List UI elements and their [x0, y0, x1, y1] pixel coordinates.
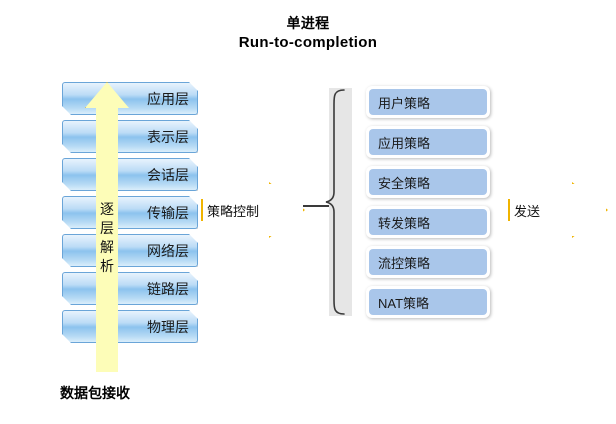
policy-box-label: 流控策略	[378, 255, 431, 271]
layer-label: 会话层	[147, 166, 189, 183]
policy-box-label: 安全策略	[378, 175, 431, 191]
curly-brace-icon	[325, 89, 345, 315]
layer-box-session[interactable]: 会话层	[62, 158, 198, 191]
layer-shape	[62, 158, 198, 191]
policy-box-fill	[369, 169, 487, 195]
policy-box-nat[interactable]: NAT策略	[366, 286, 490, 318]
send-arrow-label: 发送	[514, 203, 541, 219]
layer-box-transport[interactable]: 传输层	[62, 196, 198, 229]
diagram-title: 单进程 Run-to-completion	[0, 14, 616, 53]
policy-box-label: 应用策略	[378, 135, 431, 151]
policy-box-label: 转发策略	[378, 215, 431, 231]
policy-box-security[interactable]: 安全策略	[366, 166, 490, 198]
layer-shape	[62, 82, 198, 115]
policy-box-flow-control[interactable]: 流控策略	[366, 246, 490, 278]
protocol-layer-stack: 应用层 表示层 会话层 传输层 网络层 链路层 物理层	[62, 82, 198, 347]
connector-line	[303, 205, 329, 207]
layer-shape	[62, 272, 198, 305]
policy-control-arrow-icon: 策略控制	[201, 182, 305, 238]
layer-box-presentation[interactable]: 表示层	[62, 120, 198, 153]
policy-box-fill	[369, 89, 487, 115]
layer-label: 网络层	[147, 242, 189, 259]
up-arrow-label: 逐 层 解 析	[85, 200, 129, 276]
layer-shape	[62, 120, 198, 153]
layer-shape	[62, 310, 198, 343]
policy-box-fill	[369, 289, 487, 315]
layer-label: 物理层	[147, 318, 189, 335]
layer-box-physical[interactable]: 物理层	[62, 310, 198, 343]
policy-list: 用户策略 应用策略 安全策略 转发策略 流控策略 NAT策略	[366, 86, 490, 318]
layer-by-layer-parse-arrow-icon: 逐 层 解 析	[85, 82, 129, 372]
packet-receive-label: 数据包接收	[60, 385, 130, 401]
layer-box-application[interactable]: 应用层	[62, 82, 198, 115]
up-arrow-char-3: 解	[100, 239, 114, 255]
policy-box-label: NAT策略	[378, 295, 430, 311]
title-line-chinese: 单进程	[286, 15, 330, 31]
layer-label: 链路层	[147, 280, 189, 297]
curly-brace-group	[322, 88, 352, 316]
up-arrow-char-2: 层	[100, 220, 114, 236]
up-arrow-char-1: 逐	[100, 201, 114, 217]
layer-label: 表示层	[147, 128, 189, 145]
up-arrow-char-4: 析	[100, 258, 114, 274]
layer-shape	[62, 234, 198, 267]
policy-box-user[interactable]: 用户策略	[366, 86, 490, 118]
layer-box-datalink[interactable]: 链路层	[62, 272, 198, 305]
send-arrow-icon: 发送	[508, 182, 608, 238]
policy-box-forwarding[interactable]: 转发策略	[366, 206, 490, 238]
policy-box-fill	[369, 209, 487, 235]
layer-label: 应用层	[147, 90, 189, 107]
policy-box-application[interactable]: 应用策略	[366, 126, 490, 158]
policy-box-label: 用户策略	[378, 95, 431, 111]
title-line-english: Run-to-completion	[238, 33, 378, 51]
policy-box-fill	[369, 129, 487, 155]
layer-shape	[62, 196, 198, 229]
layer-label: 传输层	[147, 204, 189, 221]
layer-box-network[interactable]: 网络层	[62, 234, 198, 267]
policy-box-fill	[369, 249, 487, 275]
policy-arrow-label: 策略控制	[207, 203, 260, 219]
